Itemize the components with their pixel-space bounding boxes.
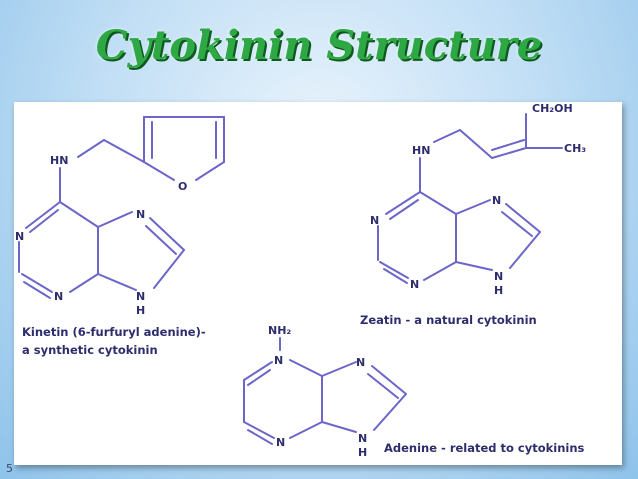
kinetin-structure: HN O N N N N H Kinetin (6-furfuryl adeni… [15, 116, 225, 357]
zeatin-n7-label: N [492, 194, 501, 207]
kinetin-o-label: O [178, 180, 187, 193]
kinetin-caption-line1: Kinetin (6-furfuryl adenine)- [22, 325, 206, 339]
zeatin-h-label: H [494, 284, 503, 297]
adenine-n7-label: N [356, 356, 365, 369]
zeatin-n3-label: N [410, 278, 419, 291]
adenine-h-label: H [358, 446, 367, 459]
kinetin-hn-label: HN [50, 154, 68, 167]
structures-diagram: HN O N N N N H Kinetin (6-furfuryl adeni… [15, 102, 586, 459]
adenine-n3-label: N [276, 436, 285, 449]
structures-panel: HN O N N N N H Kinetin (6-furfuryl adeni… [14, 102, 622, 465]
kinetin-h-label: H [136, 304, 145, 317]
zeatin-hn-label: HN [412, 144, 430, 157]
zeatin-structure: CH₂OH CH₃ HN N N N N H Zeatin - a natura… [360, 102, 586, 327]
adenine-structure: NH₂ N N N N H Adenine - related to cytok… [243, 324, 585, 459]
zeatin-n9-label: N [494, 270, 503, 283]
kinetin-n3-label: N [54, 290, 63, 303]
kinetin-n1-label: N [15, 230, 24, 243]
zeatin-ch2oh-label: CH₂OH [532, 102, 573, 115]
slide-title: Cytokinin Structure [95, 22, 543, 69]
zeatin-n1-label: N [370, 214, 379, 227]
adenine-nh2-label: NH₂ [268, 324, 291, 337]
kinetin-n7-label: N [136, 208, 145, 221]
adenine-n9-label: N [358, 432, 367, 445]
kinetin-n9-label: N [136, 290, 145, 303]
zeatin-ch3-label: CH₃ [564, 142, 586, 155]
adenine-caption: Adenine - related to cytokinins [384, 441, 585, 455]
kinetin-caption-line2: a synthetic cytokinin [22, 343, 158, 357]
adenine-n1-label: N [274, 354, 283, 367]
page-number: 5 [6, 462, 13, 475]
zeatin-caption: Zeatin - a natural cytokinin [360, 313, 537, 327]
